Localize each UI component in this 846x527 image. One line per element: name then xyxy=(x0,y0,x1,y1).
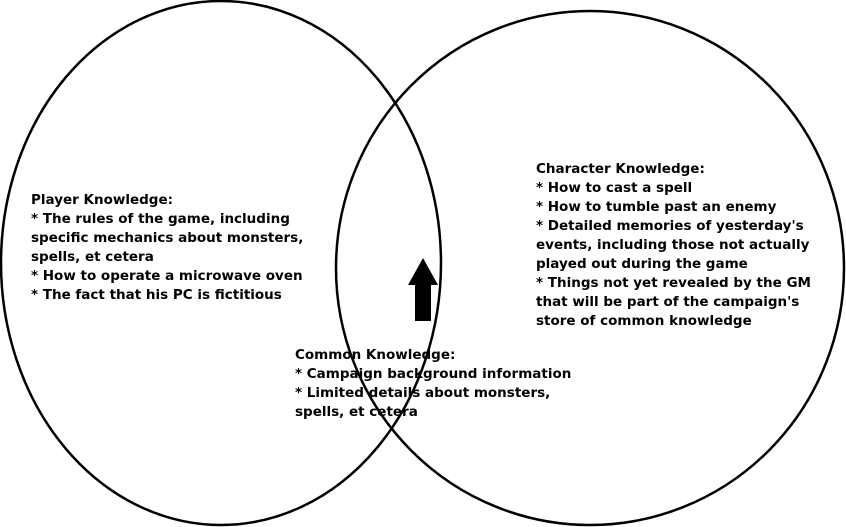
character-knowledge-circle xyxy=(334,9,846,527)
common-knowledge-text: Common Knowledge: * Campaign background … xyxy=(295,346,571,422)
character-knowledge-line: * How to tumble past an enemy xyxy=(536,199,777,215)
character-knowledge-line: * Things not yet revealed by the GM xyxy=(536,275,811,291)
player-knowledge-line: specific mechanics about monsters, xyxy=(31,230,304,246)
up-arrow-icon xyxy=(408,258,438,321)
character-knowledge-line: * How to cast a spell xyxy=(536,180,693,196)
character-knowledge-heading: Character Knowledge: xyxy=(536,161,705,177)
character-knowledge-line: store of common knowledge xyxy=(536,313,752,329)
player-knowledge-line: * The fact that his PC is fictitious xyxy=(31,287,282,303)
player-knowledge-line: spells, et cetera xyxy=(31,249,154,265)
player-knowledge-line: * The rules of the game, including xyxy=(31,211,290,227)
character-knowledge-line: * Detailed memories of yesterday's xyxy=(536,218,804,234)
common-knowledge-heading: Common Knowledge: xyxy=(295,347,456,363)
player-knowledge-circle xyxy=(0,0,443,527)
common-knowledge-line: * Limited details about monsters, xyxy=(295,385,551,401)
player-knowledge-heading: Player Knowledge: xyxy=(31,192,174,208)
character-knowledge-line: played out during the game xyxy=(536,256,748,272)
player-knowledge-text: Player Knowledge: * The rules of the gam… xyxy=(31,191,303,305)
character-knowledge-text: Character Knowledge: * How to cast a spe… xyxy=(536,160,811,331)
player-knowledge-line: * How to operate a microwave oven xyxy=(31,268,303,284)
common-knowledge-line: spells, et cetera xyxy=(295,404,418,420)
common-knowledge-line: * Campaign background information xyxy=(295,366,572,382)
character-knowledge-line: that will be part of the campaign's xyxy=(536,294,800,310)
character-knowledge-line: events, including those not actually xyxy=(536,237,810,253)
